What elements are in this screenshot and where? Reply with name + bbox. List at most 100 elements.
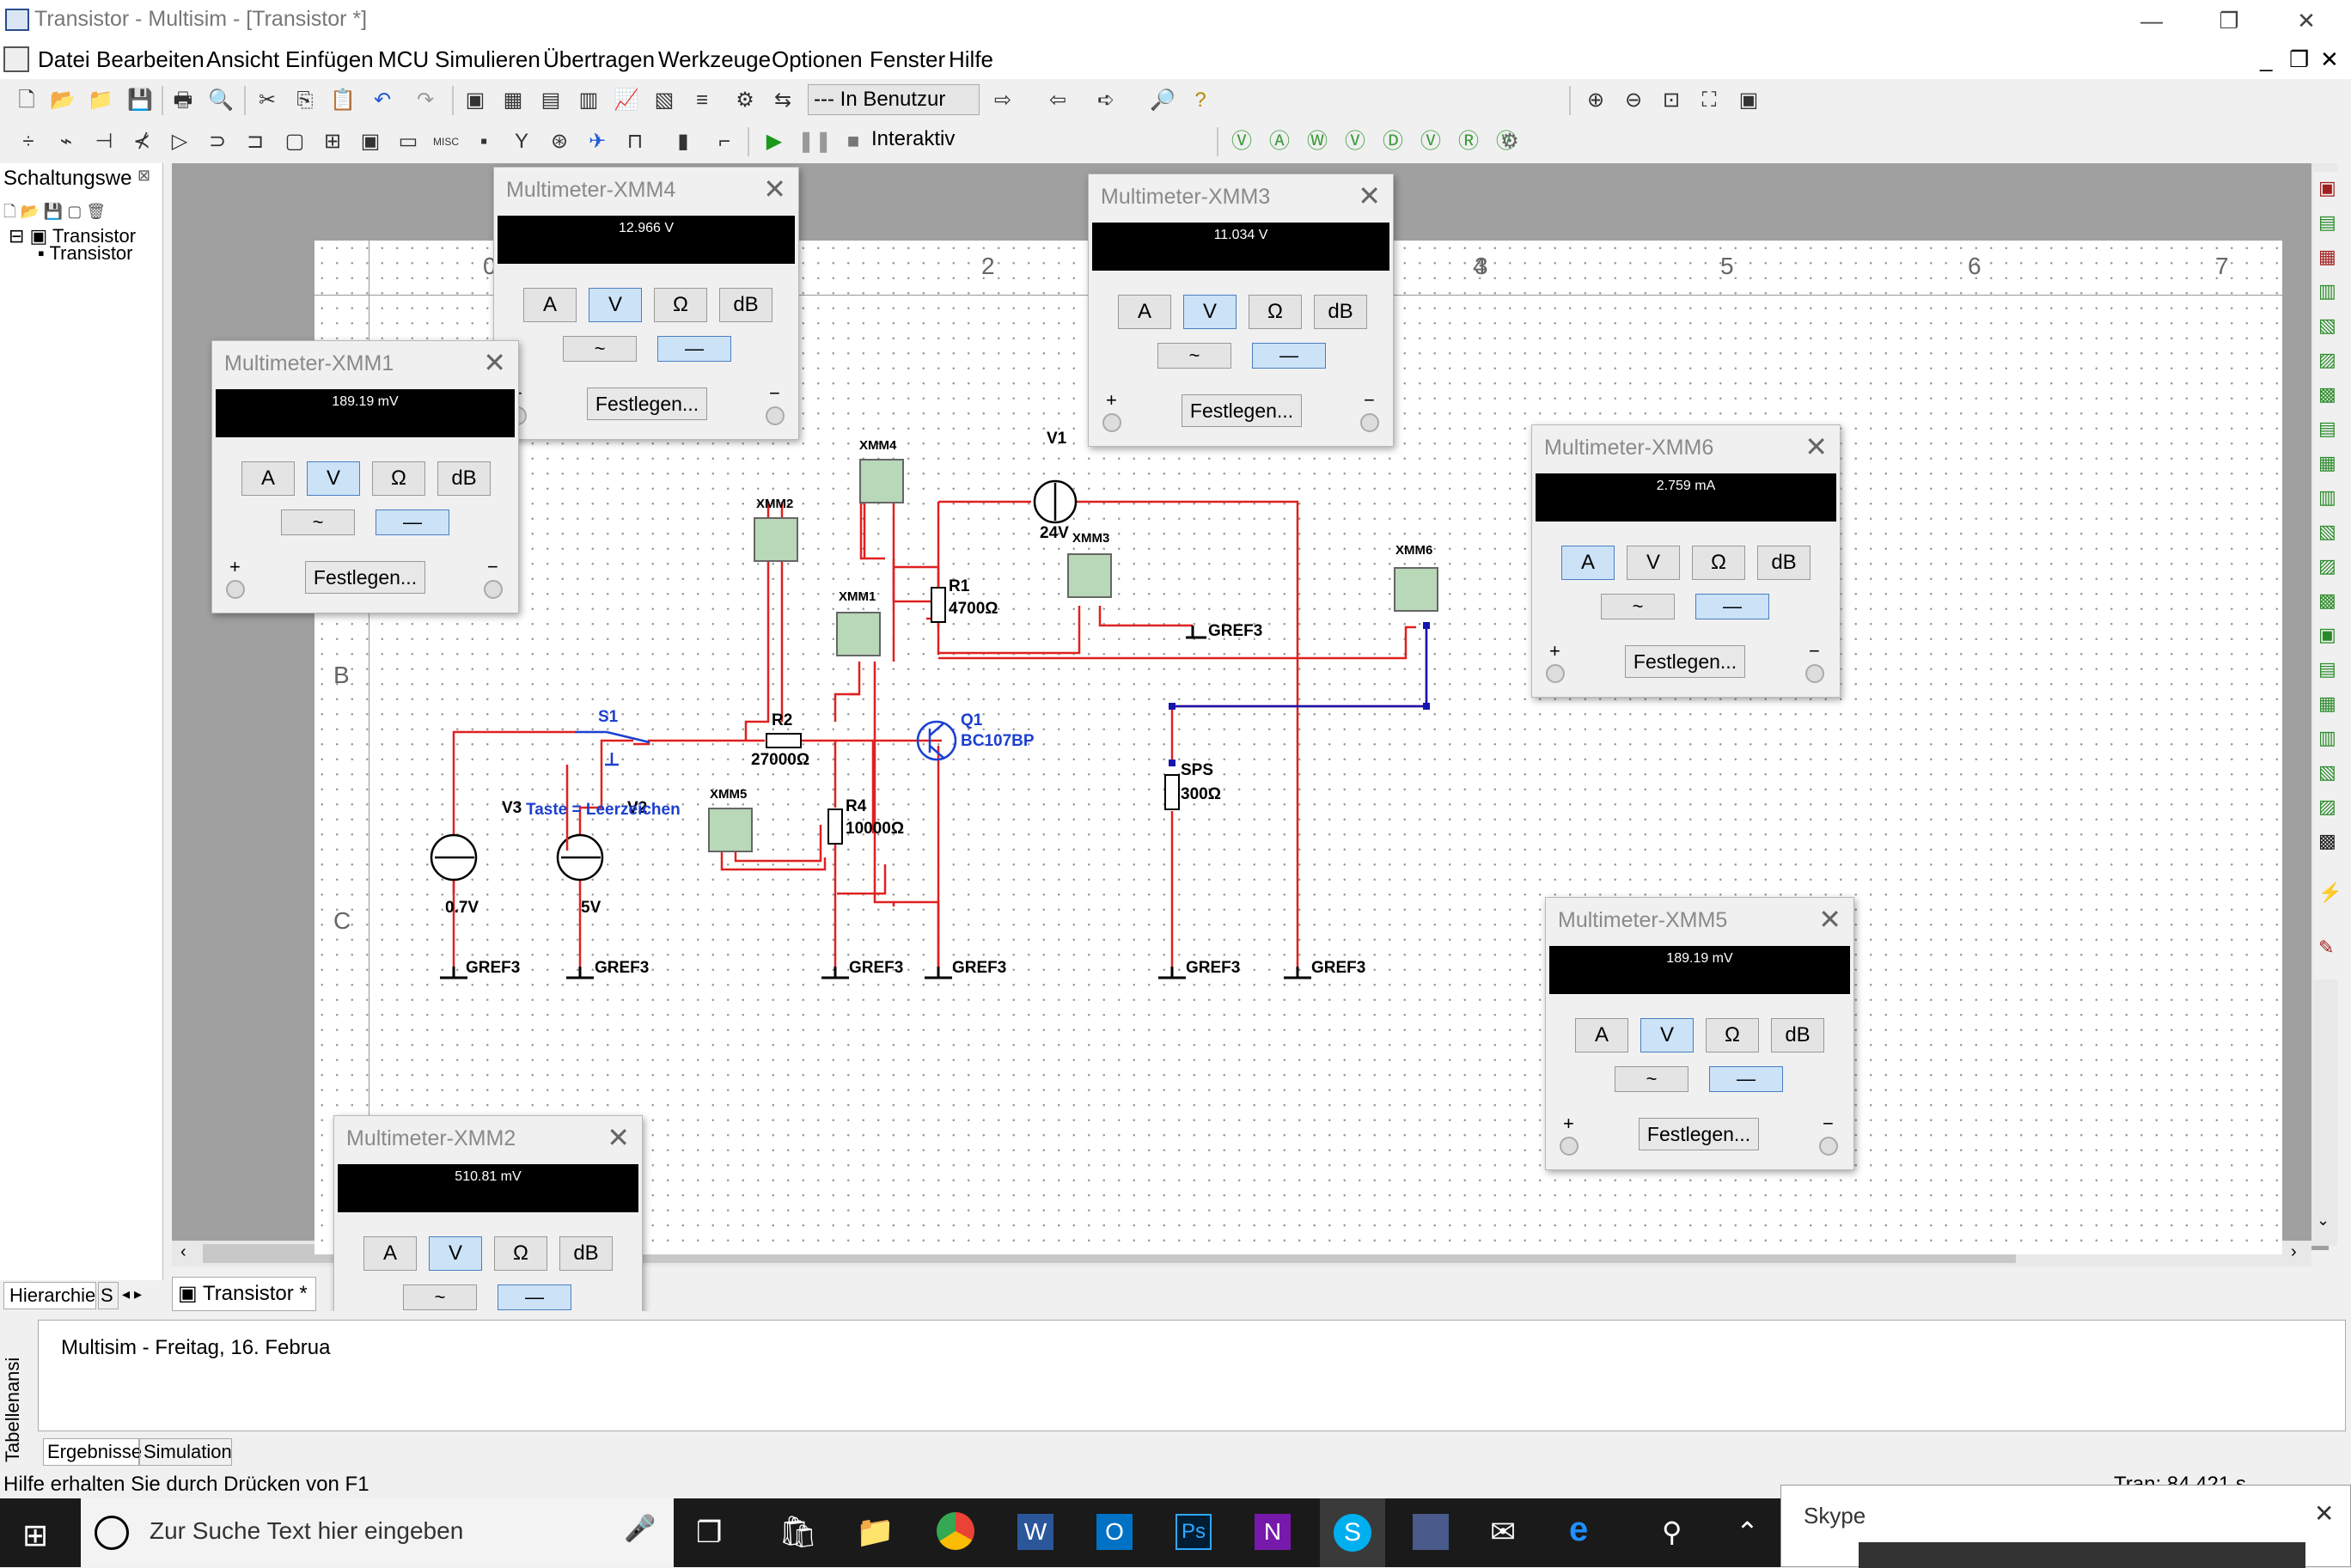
mdi-restore-button[interactable]: ❐ <box>2289 46 2310 72</box>
minimize-button[interactable]: — <box>2140 8 2163 34</box>
outlook-icon[interactable]: O <box>1096 1514 1133 1550</box>
settings-button[interactable]: Festlegen... <box>305 561 425 594</box>
mode-db-button[interactable]: dB <box>719 288 772 322</box>
design-toolbox-icon[interactable]: ▣ <box>465 88 485 112</box>
restore-button[interactable]: ❐ <box>2219 8 2239 34</box>
multimeter-window-xmm1[interactable]: Multimeter-XMM1 ✕ 189.19 mV A V Ω dB ~ —… <box>211 340 519 613</box>
minus-terminal[interactable] <box>1819 1137 1838 1156</box>
ac-button[interactable]: ~ <box>1615 1066 1688 1092</box>
minus-terminal[interactable] <box>1805 664 1824 683</box>
settings-button[interactable]: Festlegen... <box>1639 1118 1759 1150</box>
ac-button[interactable]: ~ <box>1157 343 1231 369</box>
instrument-logic-analyzer-icon[interactable]: ▥ <box>2318 486 2336 508</box>
undo-icon[interactable]: ↶ <box>373 88 392 112</box>
instrument-word-generator-icon[interactable]: ▤ <box>2318 418 2336 439</box>
document-tab[interactable]: ▣ Transistor * <box>172 1277 316 1311</box>
instrument-tektronix-icon[interactable]: ▧ <box>2318 761 2336 783</box>
mode-ohm-button[interactable]: Ω <box>1249 295 1302 329</box>
mcu-icon[interactable]: ▮ <box>677 130 689 153</box>
menu-optionen[interactable]: Optionen <box>772 46 863 72</box>
menu-fenster[interactable]: Fenster <box>870 46 946 72</box>
photoshop-icon[interactable]: Ps <box>1176 1514 1212 1550</box>
switch-s1[interactable] <box>565 730 650 851</box>
electromechanical-icon[interactable]: ⊛ <box>550 130 569 153</box>
instrument-agilent-multimeter-icon[interactable]: ▦ <box>2318 692 2336 714</box>
fullscreen-icon[interactable]: ▣ <box>1738 88 1759 112</box>
instrument-function-generator-icon[interactable]: ▤ <box>2318 211 2336 233</box>
menu-ansicht[interactable]: Ansicht <box>206 46 280 72</box>
grapher-icon[interactable]: 📈 <box>614 88 639 112</box>
mode-a-button[interactable]: A <box>363 1236 417 1271</box>
resistors[interactable] <box>766 587 1180 845</box>
mode-v-button[interactable]: V <box>1640 1018 1694 1052</box>
mode-a-button[interactable]: A <box>1561 546 1615 580</box>
tab-s[interactable]: S <box>98 1282 119 1309</box>
mode-v-button[interactable]: V <box>1627 546 1680 580</box>
tab-scroll-arrows[interactable]: ◂ ▸ <box>122 1285 143 1303</box>
minus-terminal[interactable] <box>766 406 785 425</box>
minus-terminal[interactable] <box>1360 413 1379 432</box>
rf-icon[interactable]: Y <box>514 130 528 153</box>
instrument-multimeter-icon[interactable]: ▣ <box>2318 177 2336 198</box>
misc-digital-icon[interactable]: ▢ <box>284 130 305 153</box>
mdi-minimize-button[interactable]: _ <box>2260 46 2273 72</box>
description-box-icon[interactable]: ≡ <box>695 88 708 112</box>
diode-icon[interactable]: ⊣ <box>95 130 113 153</box>
meter-icon-xmm3[interactable] <box>1067 553 1112 598</box>
probe-reference-icon[interactable]: Ⓥ <box>1420 130 1441 153</box>
instrument-ni-elvis-icon[interactable]: ▩ <box>2318 830 2336 851</box>
cmos-icon[interactable]: ⊐ <box>246 130 265 153</box>
mode-db-button[interactable]: dB <box>1757 546 1811 580</box>
taskbar-search-box[interactable]: Zur Suche Text hier eingeben 🎤 <box>81 1498 674 1567</box>
onenote-icon[interactable]: N <box>1255 1514 1291 1550</box>
dc-button[interactable]: — <box>1252 343 1326 369</box>
instrument-current-clamp-icon[interactable]: ⚡ <box>2318 882 2342 903</box>
backannotate-icon[interactable]: ⇆ <box>773 88 792 112</box>
find-icon[interactable]: 🔎 <box>1150 88 1176 112</box>
indicator-icon[interactable]: ▣ <box>360 130 381 153</box>
mode-ohm-button[interactable]: Ω <box>1706 1018 1759 1052</box>
mode-a-button[interactable]: A <box>1575 1018 1628 1052</box>
plus-terminal[interactable] <box>1560 1137 1579 1156</box>
paste-icon[interactable]: 📋 <box>330 88 356 112</box>
transistor-q1[interactable] <box>916 720 957 761</box>
probe-settings-icon[interactable]: ⚙ <box>1500 130 1519 153</box>
instrument-probe-icon[interactable]: ✎ <box>2318 937 2335 958</box>
open-sample-icon[interactable]: 📁 <box>88 88 113 112</box>
multimeter-window-xmm6[interactable]: Multimeter-XMM6 ✕ 2.759 mA A V Ω dB ~ — … <box>1531 424 1841 698</box>
mode-ohm-button[interactable]: Ω <box>654 288 707 322</box>
instrument-4ch-oscilloscope-icon[interactable]: ▧ <box>2318 314 2336 336</box>
mixed-icon[interactable]: ⊞ <box>323 130 342 153</box>
stop-simulation-icon[interactable]: ■ <box>846 130 860 153</box>
mode-db-button[interactable]: dB <box>1314 295 1367 329</box>
postprocessor-icon[interactable]: ▧ <box>654 88 675 112</box>
menu-uebertragen[interactable]: Übertragen <box>543 46 656 72</box>
mode-ohm-button[interactable]: Ω <box>372 461 425 496</box>
multimeter-window-xmm3[interactable]: Multimeter-XMM3 ✕ 11.034 V A V Ω dB ~ — … <box>1088 174 1394 447</box>
advanced-peripherals-icon[interactable]: ▪ <box>479 130 488 153</box>
new-file-icon[interactable]: 🗋 <box>18 88 35 112</box>
word-icon[interactable]: W <box>1017 1514 1053 1550</box>
edge-icon[interactable]: e <box>1569 1510 1589 1548</box>
instrument-iv-analyzer-icon[interactable]: ▧ <box>2318 521 2336 542</box>
basic-icon[interactable]: ⌁ <box>59 130 73 153</box>
zoom-in-icon[interactable]: ⊕ <box>1586 88 1605 112</box>
dc-button[interactable]: — <box>376 509 449 535</box>
settings-button[interactable]: Festlegen... <box>1625 645 1745 678</box>
dc-button[interactable]: — <box>1709 1066 1783 1092</box>
transistor-icon[interactable]: ⊀ <box>132 130 151 153</box>
open-folder-icon[interactable]: 📂 <box>50 88 76 112</box>
instrument-frequency-counter-icon[interactable]: ▩ <box>2318 383 2336 405</box>
database-manager-icon[interactable]: ▤ <box>540 88 561 112</box>
skype-window[interactable]: Skype ✕ <box>1780 1485 2351 1568</box>
multisim-taskbar-icon[interactable] <box>1413 1514 1449 1550</box>
dc-button[interactable]: — <box>498 1284 571 1310</box>
menu-werkzeuge[interactable]: Werkzeuge <box>658 46 772 72</box>
run-simulation-icon[interactable]: ▶ <box>766 130 783 153</box>
mode-a-button[interactable]: A <box>1118 295 1171 329</box>
mdi-close-button[interactable]: ✕ <box>2320 46 2339 72</box>
panel-close-icon[interactable]: ⊠ <box>137 167 151 184</box>
menu-einfuegen[interactable]: Einfügen <box>285 46 374 72</box>
close-icon[interactable]: ✕ <box>607 1122 630 1153</box>
file-explorer-icon[interactable]: 📁 <box>856 1514 895 1549</box>
